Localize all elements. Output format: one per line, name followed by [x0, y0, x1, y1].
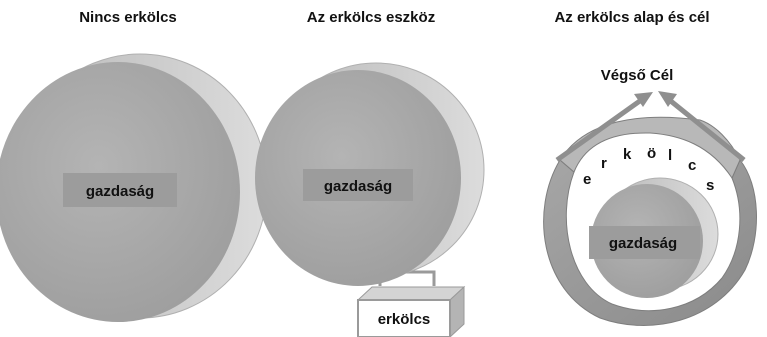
arrow-right-shaft: [665, 96, 746, 162]
goal-arrows: [555, 91, 746, 163]
final-goal-label: Végső Cél: [601, 67, 674, 84]
box-front: [357, 299, 451, 337]
economy-disk-3: gazdaság: [589, 177, 719, 298]
ethics-box-label: erkölcs: [378, 311, 431, 328]
label-box: [589, 226, 700, 259]
arc-letter-o-umlaut: ö: [647, 145, 656, 162]
arc-letter-r: r: [601, 155, 607, 172]
economy-label-3: gazdaság: [609, 235, 677, 252]
arrow-left-head: [634, 92, 653, 107]
label-box: [303, 169, 413, 201]
box-top: [356, 286, 466, 301]
label-box: [63, 173, 177, 207]
ring-top: [559, 116, 741, 180]
economy-label-1: gazdaság: [86, 183, 154, 200]
economy-disk-1: gazdaság: [0, 53, 268, 322]
arrow-right-head: [658, 91, 677, 107]
panel-title-no-ethics: Nincs erkölcs: [79, 9, 177, 26]
arrow-left-shaft: [555, 95, 646, 163]
arc-letter-s: s: [706, 177, 714, 194]
ethics-ring: [543, 116, 757, 326]
arc-letter-e: e: [583, 171, 591, 188]
panel-title-ethics-tool: Az erkölcs eszköz: [307, 9, 435, 26]
ethics-tool-box: erkölcs: [356, 270, 466, 337]
panel-title-ethics-base-goal: Az erkölcs alap és cél: [554, 9, 709, 26]
economy-label-2: gazdaság: [324, 178, 392, 195]
economy-disk-2: gazdaság: [255, 62, 485, 286]
arc-letter-k: k: [623, 146, 632, 163]
arc-letter-c: c: [688, 157, 696, 174]
arc-letter-l: l: [668, 147, 672, 164]
